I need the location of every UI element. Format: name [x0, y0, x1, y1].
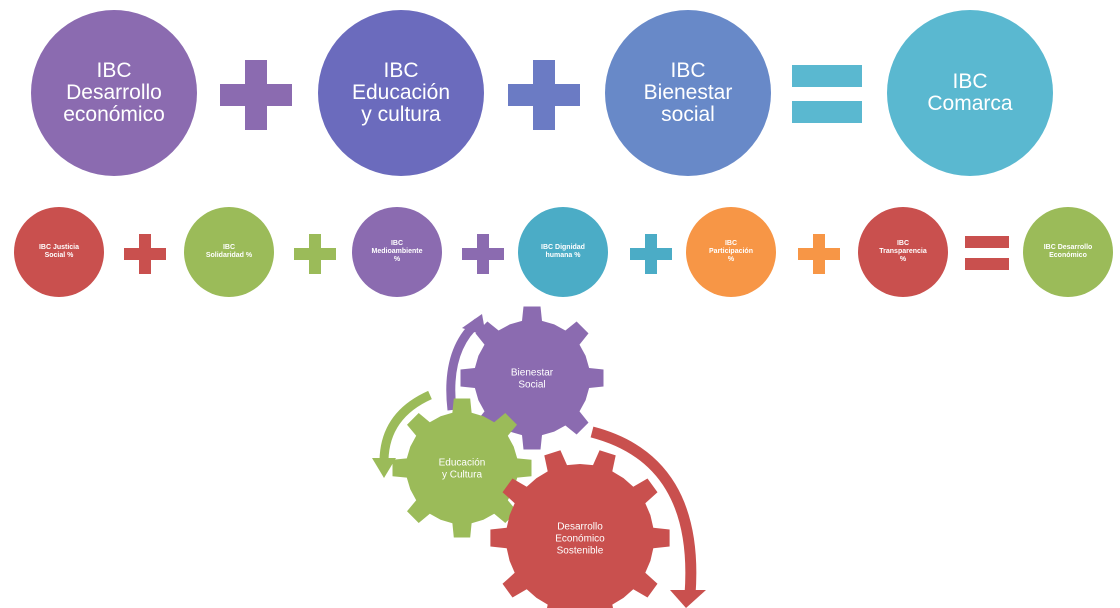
- circle-ibc-dignidad-humana: IBC Dignidad humana %: [518, 207, 608, 297]
- gear-label: Desarrollo: [557, 522, 603, 533]
- plus-operator: [294, 234, 336, 274]
- circle-label: IBC Desarrollo económico: [63, 59, 165, 126]
- plus-operator: [508, 60, 580, 130]
- gear-label: Sostenible: [557, 546, 604, 557]
- circle-label: IBC Transparencia %: [879, 240, 927, 263]
- circle-label: IBC Bienestar social: [643, 59, 733, 126]
- circle-ibc-medioambiente: IBC Medioambiente %: [352, 207, 442, 297]
- cycle-arrow-green: [379, 390, 432, 461]
- circle-ibc-bienestar-social: IBC Bienestar social: [605, 10, 771, 176]
- cycle-arrow-green-head: [372, 458, 396, 478]
- gear-label: Económico: [555, 534, 605, 545]
- gear-shape: [460, 306, 604, 450]
- circle-label: IBC Educación y cultura: [351, 59, 451, 126]
- circle-label: IBC Medioambiente %: [371, 240, 423, 263]
- gear-shape: [490, 450, 670, 608]
- circle-label: IBC Dignidad humana %: [541, 244, 585, 259]
- circle-ibc-solidaridad: IBC Solidaridad %: [184, 207, 274, 297]
- circle-ibc-transparencia: IBC Transparencia %: [858, 207, 948, 297]
- circle-ibc-desarrollo-economico-result: IBC Desarrollo Económico: [1023, 207, 1113, 297]
- equals-operator: [965, 236, 1009, 272]
- circle-ibc-participacion: IBC Participación %: [686, 207, 776, 297]
- circle-ibc-justicia-social: IBC Justicia Social %: [14, 207, 104, 297]
- plus-operator: [220, 60, 292, 130]
- circle-label: IBC Participación %: [709, 240, 753, 263]
- plus-operator: [462, 234, 504, 274]
- plus-operator: [798, 234, 840, 274]
- circle-label: IBC Desarrollo Económico: [1043, 244, 1093, 259]
- circle-label: IBC Comarca: [927, 70, 1013, 115]
- circle-label: IBC Solidaridad %: [205, 244, 253, 259]
- cycle-arrow-red: [590, 426, 697, 596]
- circle-label: IBC Justicia Social %: [38, 244, 80, 259]
- circle-ibc-educacion-cultura: IBC Educación y cultura: [318, 10, 484, 176]
- gear-label: Social: [518, 380, 545, 391]
- circle-ibc-comarca: IBC Comarca: [887, 10, 1053, 176]
- cycle-arrow-red-head: [670, 590, 706, 608]
- gear-label: Educación: [439, 458, 486, 469]
- circle-ibc-desarrollo-economico: IBC Desarrollo económico: [31, 10, 197, 176]
- plus-operator: [630, 234, 672, 274]
- equals-operator: [792, 65, 862, 125]
- gear-shape: [392, 398, 532, 538]
- plus-operator: [124, 234, 166, 274]
- gear-label: y Cultura: [442, 470, 482, 481]
- cycle-arrow-purple: [446, 318, 482, 411]
- gear-label: Bienestar: [511, 368, 554, 379]
